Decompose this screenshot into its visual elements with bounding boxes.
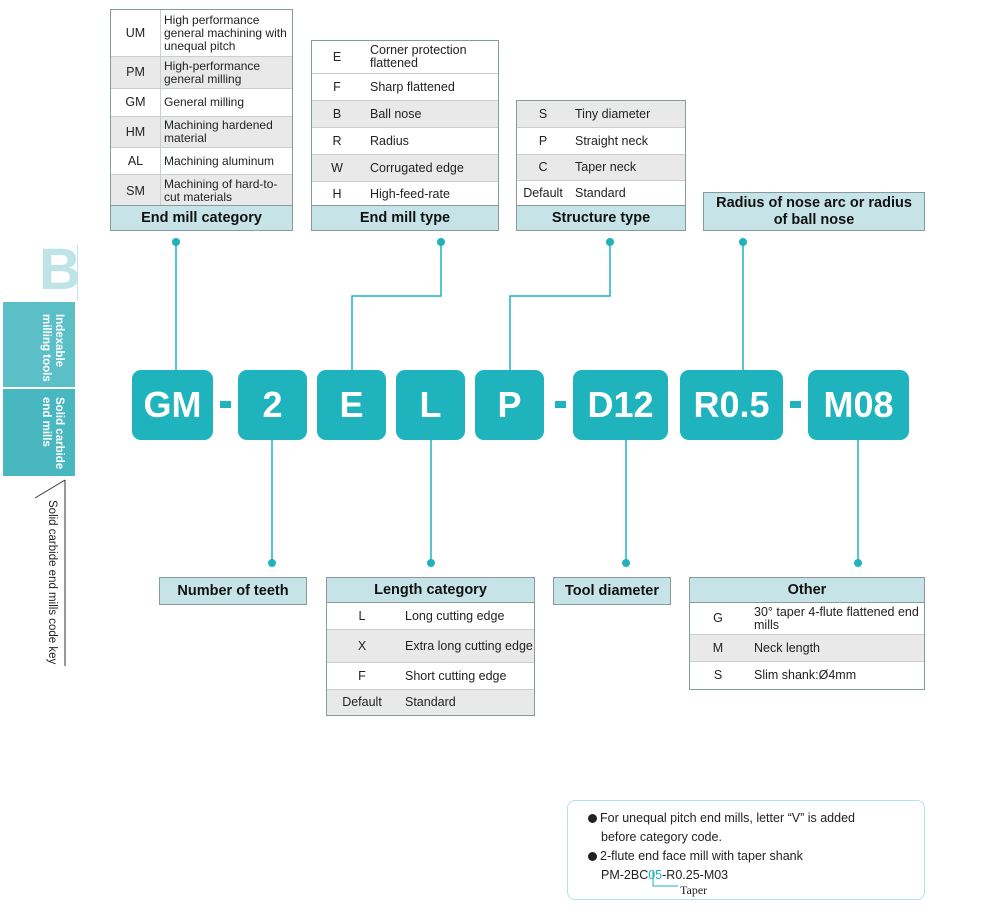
taper-pointer xyxy=(652,871,678,887)
bullet-icon xyxy=(588,852,597,861)
tool-diameter-label: Tool diameter xyxy=(553,577,671,605)
end-mill-category-title: End mill category xyxy=(111,205,292,230)
length-category-title: Length category xyxy=(327,578,534,603)
structure-type-title: Structure type xyxy=(517,205,685,230)
note-example: PM-2BC05-R0.25-M03 xyxy=(601,868,729,882)
end-mill-type-title: End mill type xyxy=(312,205,498,230)
note-line-1b: before category code. xyxy=(601,830,722,844)
code-dash xyxy=(220,401,231,408)
bullet-icon xyxy=(588,814,597,823)
code-segment-teeth: 2 xyxy=(238,370,307,440)
code-segment-radius: R0.5 xyxy=(680,370,783,440)
code-segment-length: L xyxy=(396,370,465,440)
code-segment-diameter: D12 xyxy=(573,370,668,440)
code-dash xyxy=(790,401,801,408)
code-segment-category: GM xyxy=(132,370,213,440)
code-dash xyxy=(555,401,566,408)
other-title: Other xyxy=(690,578,924,603)
note-line-2: 2-flute end face mill with taper shank xyxy=(600,849,803,863)
section-letter: B xyxy=(3,241,81,301)
radius-label: Radius of nose arc or radius of ball nos… xyxy=(703,192,925,231)
code-segment-other: M08 xyxy=(808,370,909,440)
code-segment-structure: P xyxy=(475,370,544,440)
number-of-teeth-label: Number of teeth xyxy=(159,577,307,605)
section-label: Solid carbide end mills code key xyxy=(33,478,75,668)
code-segment-type: E xyxy=(317,370,386,440)
note-box: For unequal pitch end mills, letter “V” … xyxy=(567,800,925,900)
section-letter-text: B xyxy=(39,237,81,302)
note-line-1: For unequal pitch end mills, letter “V” … xyxy=(600,811,855,825)
taper-label: Taper xyxy=(680,883,708,897)
